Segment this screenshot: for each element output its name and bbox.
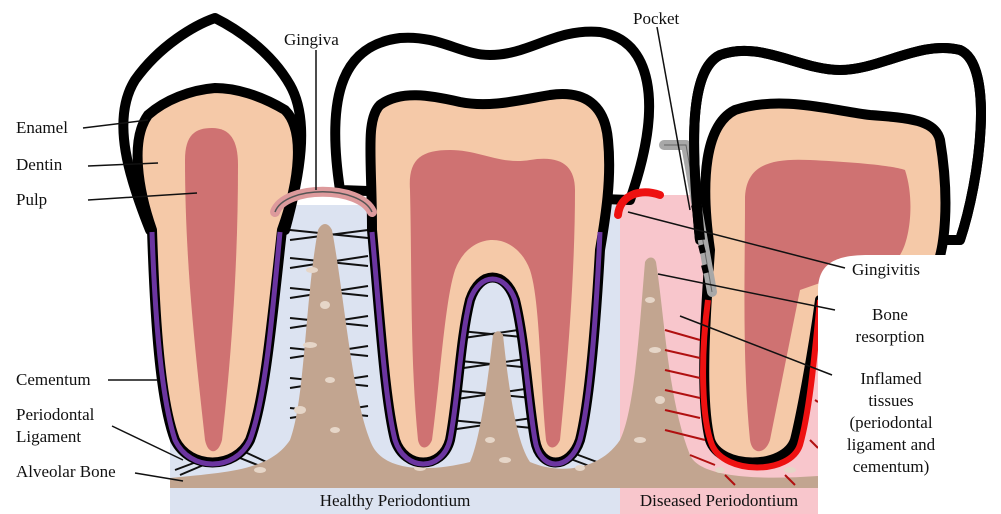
label-pocket: Pocket <box>633 9 679 29</box>
label-gingivitis: Gingivitis <box>852 260 920 280</box>
label-inflamed-2: tissues <box>836 391 946 411</box>
label-cementum: Cementum <box>16 370 91 390</box>
label-dentin: Dentin <box>16 155 62 175</box>
label-periodontal-ligament-2: Ligament <box>16 427 81 447</box>
caption-healthy-periodontium: Healthy Periodontium <box>170 487 620 514</box>
label-inflamed-1: Inflamed <box>836 369 946 389</box>
label-inflamed-3: (periodontal <box>836 413 946 433</box>
caption-diseased-periodontium: Diseased Periodontium <box>620 487 818 514</box>
label-bone-resorption-2: resorption <box>838 327 942 347</box>
label-gingiva: Gingiva <box>284 30 339 50</box>
label-inflamed-5: cementum) <box>836 457 946 477</box>
label-periodontal-ligament-1: Periodontal <box>16 405 94 425</box>
label-alveolar-bone: Alveolar Bone <box>16 462 116 482</box>
label-pulp: Pulp <box>16 190 47 210</box>
label-inflamed-4: ligament and <box>836 435 946 455</box>
label-bone-resorption-1: Bone <box>838 305 942 325</box>
label-enamel: Enamel <box>16 118 68 138</box>
